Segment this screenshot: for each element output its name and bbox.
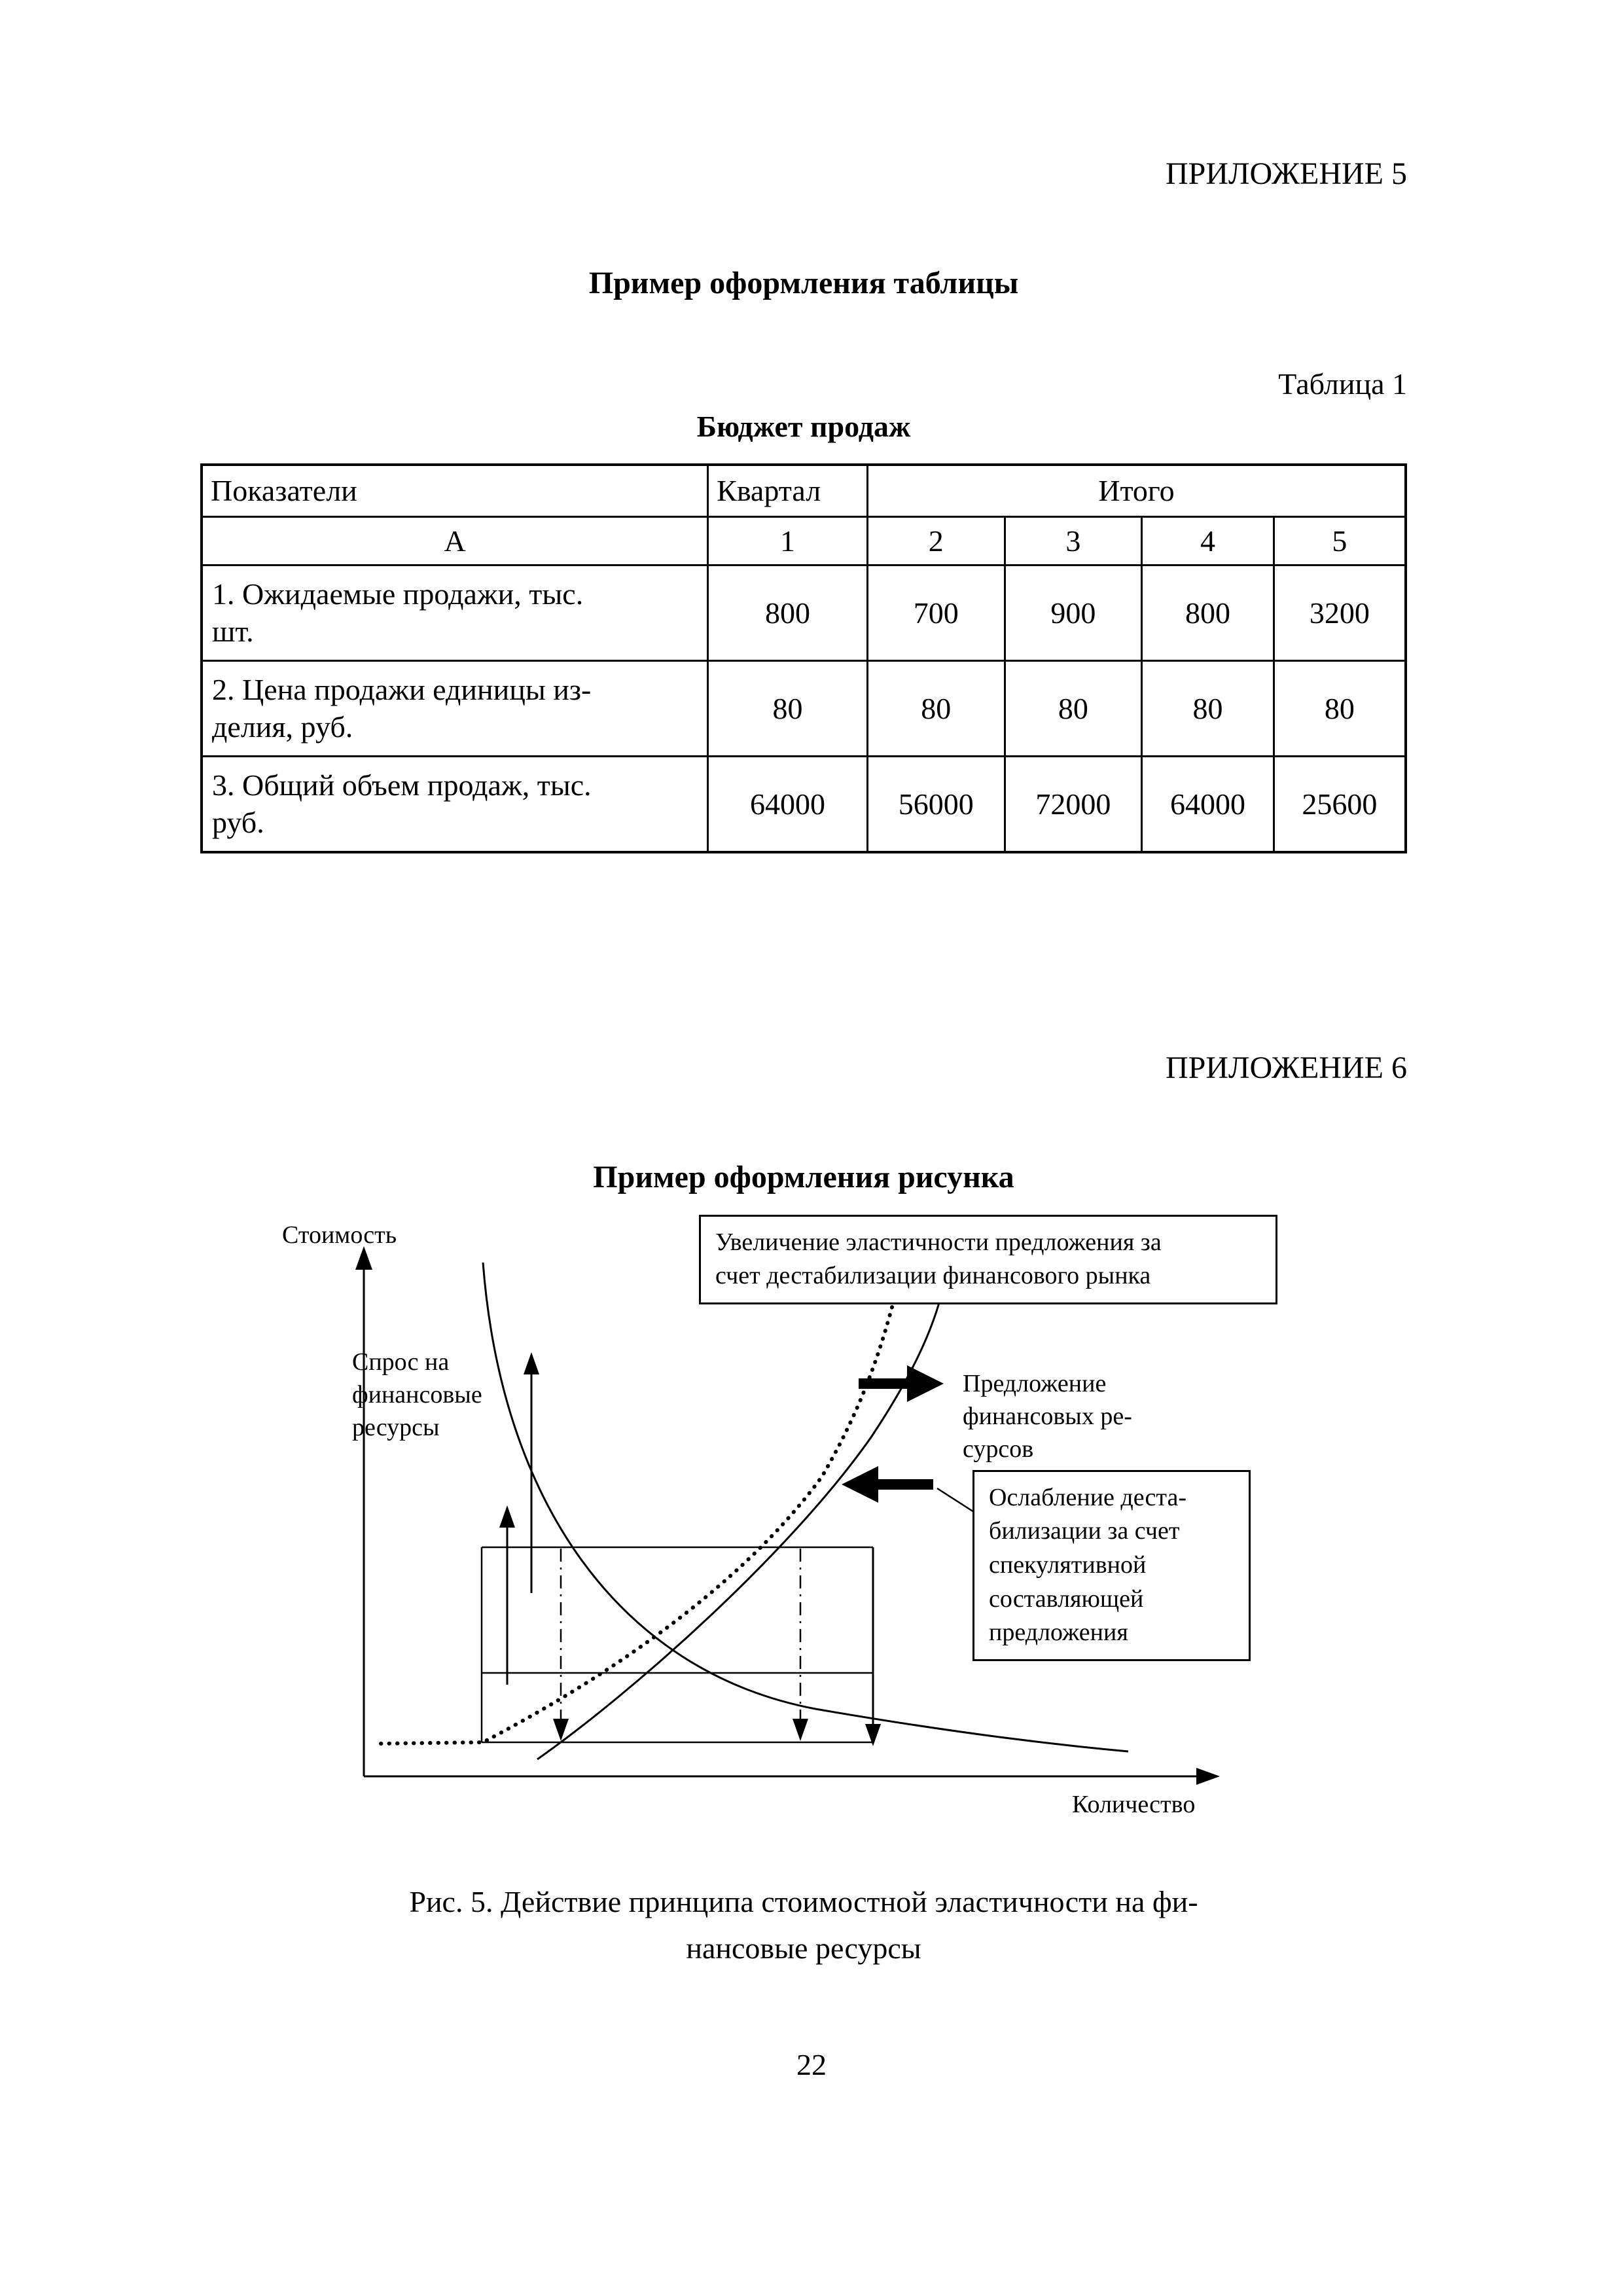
figure-diagram — [355, 1246, 1220, 1785]
header-indicators: Показатели — [200, 463, 709, 518]
appendix-5-label: ПРИЛОЖЕНИЕ 5 — [1165, 156, 1407, 191]
callout-destabilization-easing: Ослабление деста- билизации за счет спек… — [972, 1469, 1251, 1661]
callout-line: составляющей — [989, 1585, 1144, 1613]
supply-label-line: сурсов — [963, 1435, 1034, 1463]
demand-label-line: ресурсы — [352, 1413, 440, 1441]
callout-elasticity-increase: Увеличение эластичности предложения за с… — [699, 1214, 1277, 1304]
supply-label-line: Предложение — [963, 1369, 1107, 1397]
cell-value: 72000 — [1003, 755, 1143, 853]
callout-line: Увеличение эластичности предложения за — [715, 1228, 1162, 1256]
supply-label-line: финансовых ре- — [963, 1402, 1132, 1430]
header-quarter: Квартал — [707, 463, 868, 518]
table-row: 2. Цена продажи единицы из- делия, руб. … — [200, 659, 1407, 757]
row-label-line: 3. Общий объем продаж, тыс. — [212, 768, 592, 802]
price-drop-arrowhead-icon — [865, 1723, 881, 1746]
row-label: 2. Цена продажи единицы из- делия, руб. — [200, 659, 709, 757]
callout-line: счет дестабилизации финансового рынка — [715, 1262, 1151, 1290]
cell-value: 80 — [707, 659, 868, 757]
header-col-a: А — [200, 515, 709, 566]
cell-value: 800 — [707, 564, 868, 662]
cell-value: 56000 — [866, 755, 1006, 853]
callout-line: предложения — [989, 1619, 1128, 1647]
y-axis-arrowhead-icon — [355, 1246, 372, 1270]
cell-value: 25600 — [1272, 755, 1407, 853]
page-number: 22 — [796, 2048, 827, 2081]
x-axis-label: Количество — [1072, 1790, 1196, 1818]
x-axis-arrowhead-icon — [1196, 1767, 1220, 1785]
table-title: Бюджет продаж — [696, 410, 911, 443]
figure-5: Стоимость Количество Спрос на финансовые… — [282, 1214, 1277, 1848]
figure-caption: Рис. 5. Действие принципа стоимостной эл… — [200, 1878, 1407, 1972]
content-area: ПРИЛОЖЕНИЕ 5 Пример оформления таблицы Т… — [200, 156, 1407, 1971]
demand-label-line: Спрос на — [352, 1348, 450, 1376]
row-label-line: шт. — [212, 615, 254, 648]
demand-curve — [482, 1262, 1129, 1752]
header-col-3: 3 — [1003, 515, 1143, 566]
appendix-6-label: ПРИЛОЖЕНИЕ 6 — [1165, 1050, 1407, 1085]
header-col-1: 1 — [707, 515, 868, 566]
demand-label: Спрос на финансовые ресурсы — [352, 1346, 482, 1444]
table-row: 1. Ожидаемые продажи, тыс. шт. 800 700 9… — [200, 564, 1407, 662]
figure-caption-line: Рис. 5. Действие принципа стоимостной эл… — [409, 1884, 1198, 1918]
header-col-4: 4 — [1141, 515, 1275, 566]
table-header-row-2: А 1 2 3 4 5 — [200, 515, 1407, 566]
table-header-row-1: Показатели Квартал Итого — [200, 463, 1407, 518]
supply-curve-solid — [537, 1278, 946, 1760]
table-example-heading: Пример оформления таблицы — [588, 266, 1019, 300]
cell-value: 80 — [1141, 659, 1275, 757]
figure-caption-line: нансовые ресурсы — [686, 1931, 921, 1965]
demand-label-line: финансовые — [352, 1380, 482, 1408]
shift-left-arrowhead-icon — [842, 1465, 878, 1503]
callout-line: спекулятивной — [989, 1551, 1147, 1579]
cell-value: 80 — [1272, 659, 1407, 757]
row-label-line: 1. Ожидаемые продажи, тыс. — [212, 577, 584, 611]
row-label: 3. Общий объем продаж, тыс. руб. — [200, 755, 709, 853]
table-number: Таблица 1 — [1278, 367, 1407, 401]
y-axis-label: Стоимость — [282, 1221, 397, 1249]
price-rise-arrowhead-2-icon — [524, 1352, 539, 1374]
cell-value: 700 — [866, 564, 1006, 662]
table-row: 3. Общий объем продаж, тыс. руб. 64000 5… — [200, 755, 1407, 853]
supply-curve-dotted — [379, 1276, 901, 1746]
row-label-line: 2. Цена продажи единицы из- — [212, 672, 592, 706]
cell-value: 64000 — [1141, 755, 1275, 853]
price-guide-lines — [480, 1546, 873, 1743]
callout-leader-line — [936, 1487, 974, 1513]
cell-value: 900 — [1003, 564, 1143, 662]
price-rise-arrowhead-1-icon — [499, 1505, 515, 1528]
header-col-2: 2 — [866, 515, 1006, 566]
cell-value: 800 — [1141, 564, 1275, 662]
row-label: 1. Ожидаемые продажи, тыс. шт. — [200, 564, 709, 662]
quantity-dropline-1-arrowhead-icon — [553, 1718, 569, 1741]
cell-value: 3200 — [1272, 564, 1407, 662]
cell-value: 80 — [866, 659, 1006, 757]
header-total: Итого — [866, 463, 1407, 518]
callout-line: билизации за счет — [989, 1517, 1180, 1545]
sales-budget-table: Показатели Квартал Итого А 1 2 3 4 5 1. … — [200, 463, 1407, 853]
shift-right-arrowhead-icon — [907, 1365, 944, 1402]
header-col-5: 5 — [1272, 515, 1407, 566]
quantity-dropline-2-arrowhead-icon — [793, 1718, 808, 1741]
row-label-line: руб. — [212, 806, 264, 839]
cell-value: 64000 — [707, 755, 868, 853]
figure-example-heading: Пример оформления рисунка — [593, 1159, 1014, 1194]
row-label-line: делия, руб. — [212, 710, 353, 744]
callout-line: Ослабление деста- — [989, 1483, 1186, 1511]
cell-value: 80 — [1003, 659, 1143, 757]
supply-label: Предложение финансовых ре- сурсов — [963, 1367, 1132, 1465]
